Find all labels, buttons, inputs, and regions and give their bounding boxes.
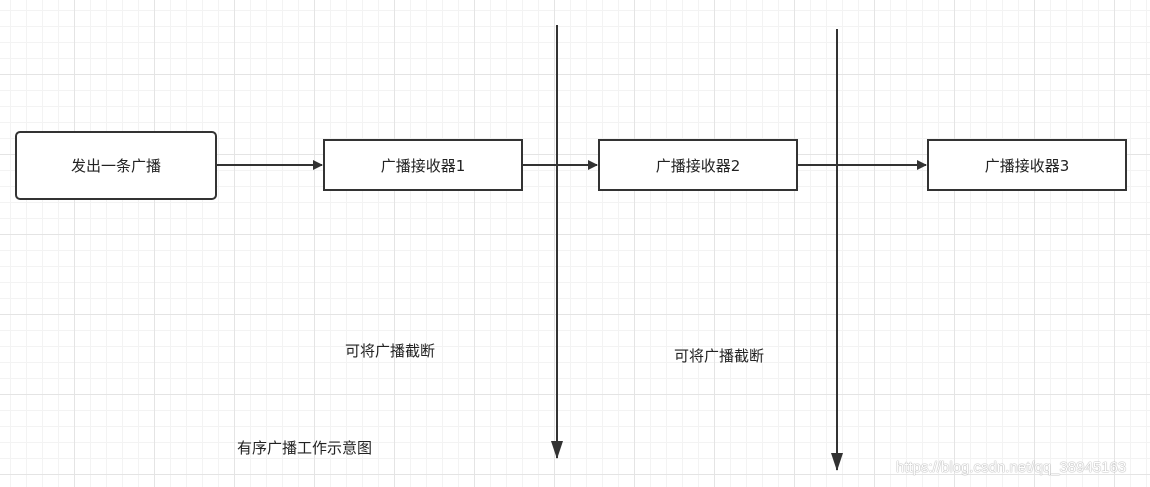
node-receiver2: 广播接收器2	[598, 139, 798, 191]
node-source-label: 发出一条广播	[70, 157, 161, 175]
diagram-caption: 有序广播工作示意图	[237, 439, 373, 457]
intercept-label-2: 可将广播截断	[674, 347, 765, 365]
watermark-text: https://blog.csdn.net/qq_38945163	[896, 459, 1127, 476]
node-receiver1-label: 广播接收器1	[380, 156, 466, 175]
node-receiver3: 广播接收器3	[927, 139, 1127, 191]
intercept-label-1: 可将广播截断	[345, 342, 436, 360]
node-source: 发出一条广播	[15, 131, 217, 200]
node-receiver1: 广播接收器1	[323, 139, 523, 191]
node-receiver2-label: 广播接收器2	[655, 156, 741, 175]
node-receiver3-label: 广播接收器3	[984, 156, 1070, 175]
